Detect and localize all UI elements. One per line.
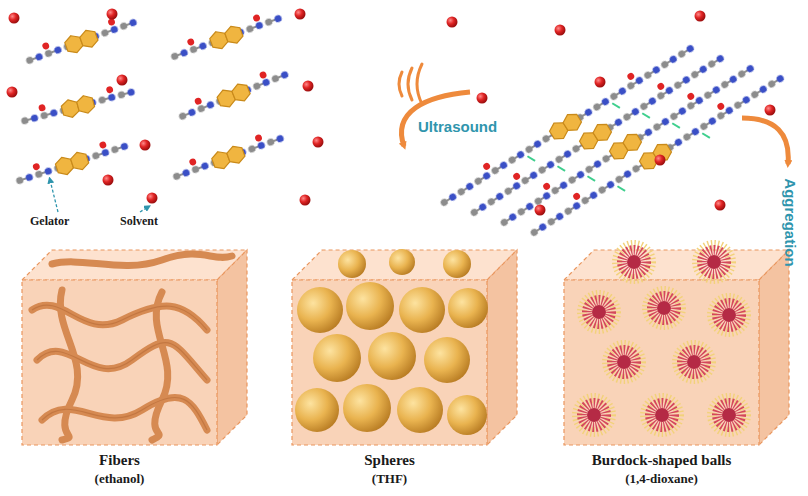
step-label: Ultrasound bbox=[418, 118, 497, 135]
solvent-balls bbox=[447, 11, 776, 216]
panel-title: Fibers bbox=[22, 451, 217, 470]
callout-label: Gelator bbox=[30, 214, 69, 229]
assembled-strands bbox=[434, 36, 791, 246]
spheres-box bbox=[292, 249, 517, 445]
pointer-lines bbox=[50, 180, 148, 212]
free-molecules bbox=[11, 6, 292, 190]
burdock-box bbox=[564, 245, 789, 445]
panel-title: Burdock-shaped balls bbox=[564, 451, 759, 470]
callout-label: Solvent bbox=[120, 214, 158, 229]
solvent-name: (ethanol) bbox=[22, 470, 217, 487]
caption-holder: Spheres(THF) bbox=[292, 451, 487, 487]
fibers-box bbox=[22, 250, 247, 445]
panel-title: Spheres bbox=[292, 451, 487, 470]
burdock-panel: Burdock-shaped balls(1,4-dioxane) bbox=[564, 250, 796, 490]
spheres-panel: Spheres(THF) bbox=[292, 250, 520, 490]
solvent-name: (1,4-dioxane) bbox=[564, 470, 759, 487]
caption-holder: Burdock-shaped balls(1,4-dioxane) bbox=[564, 451, 759, 487]
fibers-panel: Fibers(ethanol) bbox=[22, 250, 250, 490]
step-label: Aggregation bbox=[782, 178, 799, 266]
solvent-name: (THF) bbox=[292, 470, 487, 487]
process-arrow bbox=[742, 118, 788, 164]
caption-holder: Fibers(ethanol) bbox=[22, 451, 217, 487]
solvent-balls bbox=[7, 9, 324, 206]
sound-waves bbox=[399, 64, 422, 104]
